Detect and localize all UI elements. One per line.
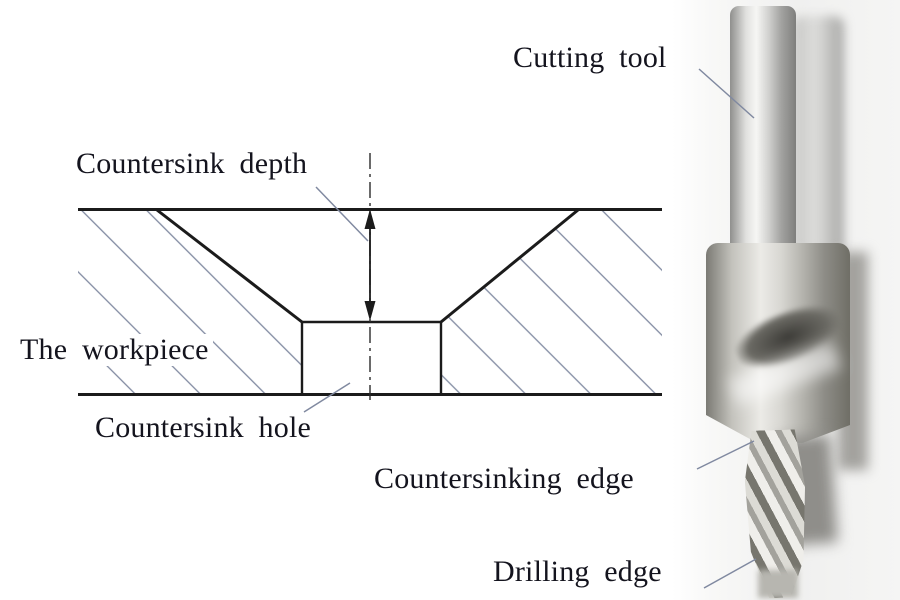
cutting-tool-photo <box>672 0 900 600</box>
label-cutting-tool: Cutting tool <box>513 41 667 74</box>
drill-tip <box>758 570 798 598</box>
countersink-chamfer-left <box>156 208 303 324</box>
label-countersinking-edge: Countersinking edge <box>374 462 634 495</box>
arrowhead-down <box>364 301 376 321</box>
label-countersink-depth: Countersink depth <box>76 147 308 180</box>
countersink-chamfer-right <box>440 208 579 324</box>
workpiece-outline <box>78 208 662 396</box>
label-countersink-hole: Countersink hole <box>95 411 312 444</box>
dimension-arrow <box>364 209 376 321</box>
leader-countersink-hole <box>303 382 351 413</box>
leader-countersink-depth <box>315 186 369 242</box>
workpiece-hatch-left <box>78 210 302 394</box>
label-drilling-edge: Drilling edge <box>493 555 662 588</box>
tool-shank <box>730 6 796 246</box>
arrowhead-up <box>364 209 376 229</box>
workpiece-hatch-right <box>441 210 662 394</box>
label-the-workpiece: The workpiece <box>16 334 213 366</box>
hole-outline <box>300 320 443 394</box>
background-rod <box>792 16 844 252</box>
